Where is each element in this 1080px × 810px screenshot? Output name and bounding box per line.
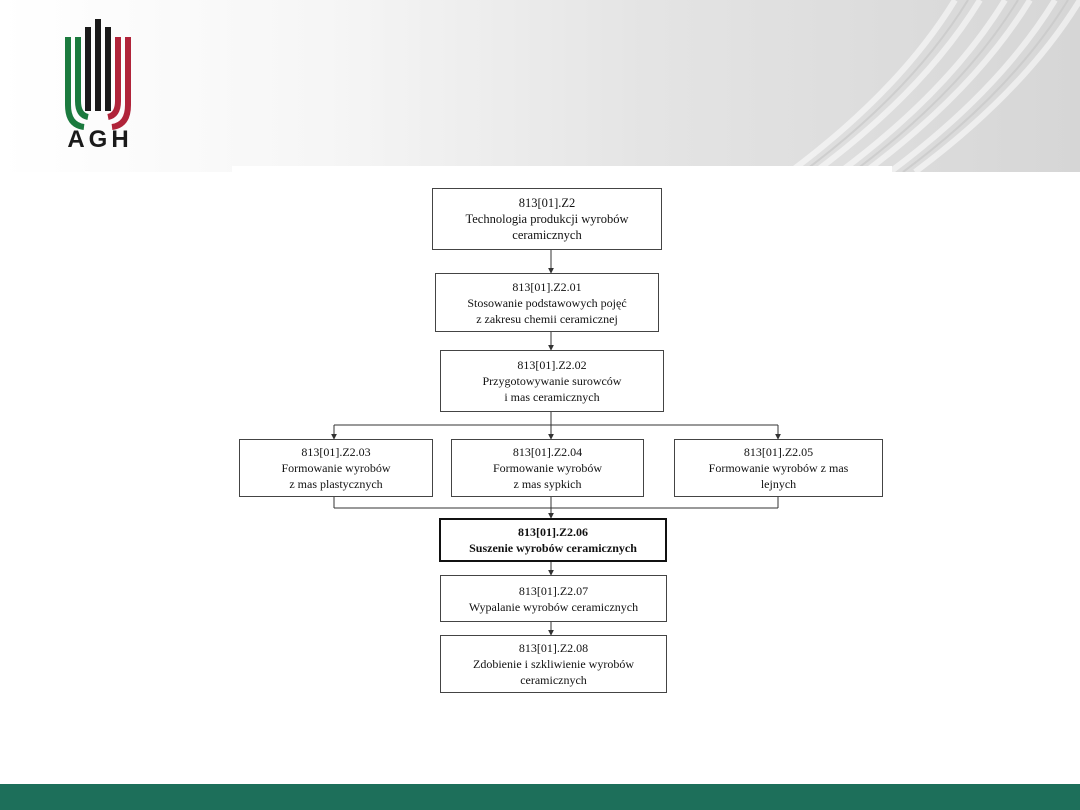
logo-text: AGH (67, 126, 133, 153)
node-z2-code: 813[01].Z2 (518, 196, 576, 210)
node-z201-line-2: z zakresu chemii ceramicznej (476, 311, 618, 326)
node-z205-line-1: Formowanie wyrobów z mas (708, 461, 849, 475)
node-z203-line-2: z mas plastycznych (289, 477, 383, 491)
node-z206-line-1: Suszenie wyrobów ceramicznych (469, 541, 637, 555)
footer-bar (0, 784, 1080, 810)
node-z201-line-1: Stosowanie podstawowych pojęć (467, 295, 627, 310)
node-z204-code: 813[01].Z2.04 (512, 445, 583, 459)
node-z203: 813[01].Z2.03 Formowanie wyrobów z mas p… (239, 439, 433, 497)
node-z201-code: 813[01].Z2.01 (512, 279, 582, 294)
node-z2-line-1: Technologia produkcji wyrobów (465, 212, 629, 226)
node-z208-line-1: Zdobienie i szkliwienie wyrobów (473, 657, 634, 671)
node-z203-line-1: Formowanie wyrobów (281, 461, 391, 475)
node-z202: 813[01].Z2.02 Przygotowywanie surowców i… (440, 350, 664, 412)
node-z206-code: 813[01].Z2.06 (518, 525, 588, 539)
node-z206: 813[01].Z2.06 Suszenie wyrobów ceramiczn… (439, 518, 667, 562)
node-z204-line-1: Formowanie wyrobów (493, 461, 602, 475)
node-z208-line-2: ceramicznych (520, 673, 587, 687)
node-z2: 813[01].Z2 Technologia produkcji wyrobów… (432, 188, 662, 250)
node-z202-line-1: Przygotowywanie surowców (482, 374, 622, 388)
node-z203-code: 813[01].Z2.03 (301, 445, 371, 459)
node-z202-line-2: i mas ceramicznych (504, 390, 600, 404)
header-decoration (788, 0, 1080, 172)
node-z208: 813[01].Z2.08 Zdobienie i szkliwienie wy… (440, 635, 667, 693)
node-z207-code: 813[01].Z2.07 (518, 583, 589, 598)
node-z207-line-1: Wypalanie wyrobów ceramicznych (468, 599, 639, 614)
node-z208-code: 813[01].Z2.08 (518, 641, 589, 655)
node-z205-code: 813[01].Z2.05 (743, 445, 814, 459)
agh-logo-icon (65, 19, 131, 130)
node-z202-code: 813[01].Z2.02 (517, 358, 587, 372)
node-z205-line-2: lejnych (760, 477, 797, 491)
node-z204-line-2: z mas sypkich (513, 477, 582, 491)
node-z205: 813[01].Z2.05 Formowanie wyrobów z mas l… (674, 439, 883, 497)
node-z201: 813[01].Z2.01 Stosowanie podstawowych po… (435, 273, 659, 332)
node-z2-line-2: ceramicznych (512, 228, 582, 242)
node-z207: 813[01].Z2.07 Wypalanie wyrobów ceramicz… (440, 575, 667, 622)
node-z204: 813[01].Z2.04 Formowanie wyrobów z mas s… (451, 439, 644, 497)
